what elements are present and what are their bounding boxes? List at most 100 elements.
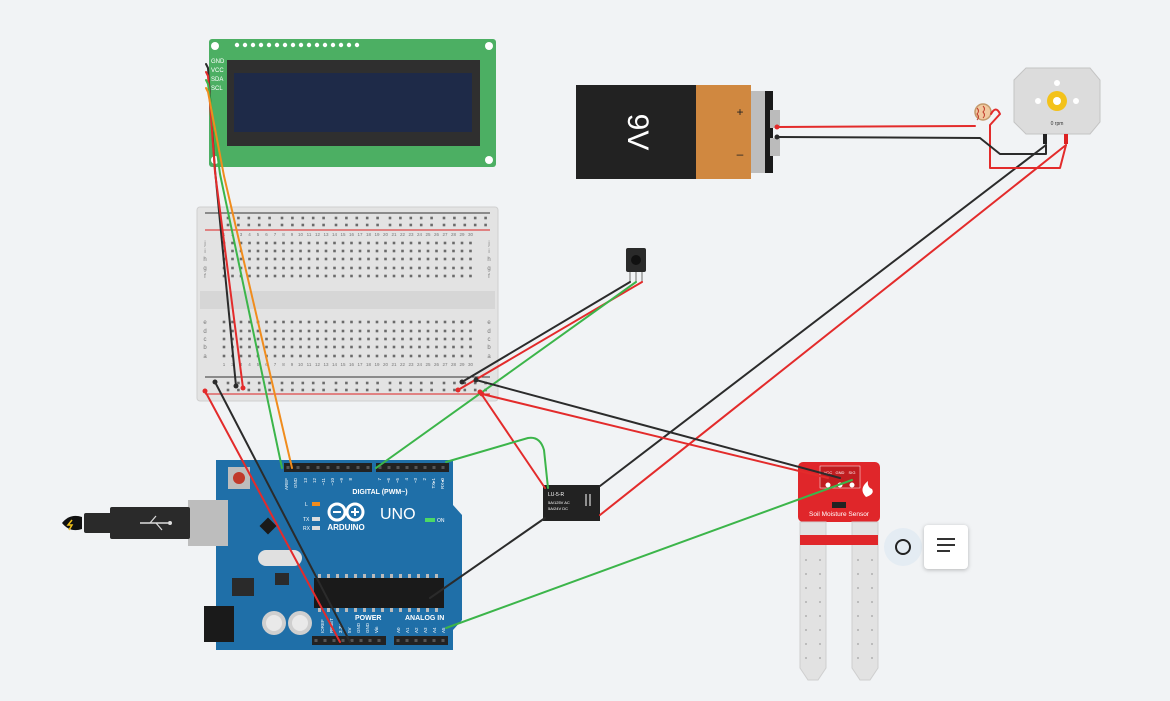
motor-shaft-icon [1047,91,1067,111]
analog-pin-label: A2 [414,627,419,633]
wire-lcd-vcc[interactable] [205,71,244,389]
analog-header[interactable] [394,636,448,645]
arduino-uno[interactable]: ARDUINO UNO DIGITAL (PWM~) ON L TX RX PO… [62,460,462,650]
row-letter: i [488,249,489,255]
row-letter: f [488,274,490,280]
wire-relay-motor[interactable] [599,144,1047,487]
column-number: 22 [400,362,406,367]
column-number: 1 [223,362,226,367]
lcd-mount-hole [485,42,493,50]
column-number: 18 [366,232,372,237]
dc-motor[interactable]: 0 rpm [1013,67,1101,144]
column-number: 26 [434,362,440,367]
notes-button[interactable] [924,525,968,569]
column-number: 15 [340,232,346,237]
lcd-pin-holes [234,42,360,48]
analog-pin-label: A3 [423,627,428,633]
wire-gnd-arduino[interactable] [214,381,351,643]
atmega-chip [314,578,444,608]
wires[interactable] [204,63,1067,643]
lcd-pin-vcc: VCC [211,68,224,74]
column-number: 25 [425,362,431,367]
battery-minus-label: – [737,147,744,161]
column-number: 7 [274,362,277,367]
column-number: 29 [459,232,465,237]
power-jack[interactable] [204,606,234,642]
digital-pin-label: GND [293,477,298,488]
digital-pin-label: ~6 [386,478,391,484]
column-number: 10 [298,232,304,237]
l-label: L [305,502,308,508]
column-number: 5 [257,232,260,237]
photoresistor[interactable] [974,103,992,121]
column-number: 29 [459,362,465,367]
wire-relay-motor-red[interactable] [599,144,1067,516]
wire-ldr-motor[interactable] [989,108,1067,169]
wire-soil-gnd[interactable] [475,379,841,479]
column-number: 14 [332,362,338,367]
usb-icon [140,515,172,531]
wire-ir-gnd[interactable] [461,281,631,383]
column-number: 24 [417,362,423,367]
wire-relay-vcc[interactable] [479,391,546,489]
wire-relay-gnd-arduino[interactable] [429,517,546,599]
column-number: 28 [451,232,457,237]
ir-receiver[interactable] [626,248,646,282]
column-number: 8 [282,232,285,237]
voltage-regulator [232,578,254,596]
l-led [312,502,320,506]
wire-soil-signal[interactable] [445,479,853,629]
annotation-marker-icon[interactable] [884,528,922,566]
column-number: 12 [315,232,321,237]
column-number: 21 [391,362,397,367]
crystal [258,550,302,566]
row-letter: d [487,329,490,335]
relay-spec-ac: 5A/125V AC [548,500,570,505]
wire-lcd-sda[interactable] [205,79,283,469]
battery-9v[interactable]: 9V + – [576,85,780,179]
on-led [425,518,435,522]
row-letter: e [203,320,207,326]
wire-soil-vcc[interactable] [481,393,829,479]
column-number: 25 [425,232,431,237]
digital-pin-label: 8 [348,478,353,481]
power-pin-label: GND [356,622,361,633]
row-letter: b [203,345,207,351]
power-pin-label: GND [365,622,370,633]
digital-pin-label: AREF [284,478,289,490]
column-number: 21 [391,232,397,237]
battery-voltage-label: 9V [621,114,654,151]
soil-pin-gnd: GND [836,470,845,475]
wire-relay-signal[interactable] [445,436,549,489]
analog-label: ANALOG IN [405,615,444,622]
row-letter: b [487,345,491,351]
wire-ir-signal[interactable] [375,281,637,469]
column-number: 12 [315,362,321,367]
analog-pin-label: A1 [405,627,410,633]
analog-pin-label: A0 [396,627,401,633]
column-number: 17 [357,232,363,237]
column-number: 8 [282,362,285,367]
power-label: POWER [355,615,381,622]
row-letter: d [203,329,206,335]
column-number: 7 [274,232,277,237]
column-number: 19 [374,232,380,237]
wire-battery-minus[interactable] [776,136,1047,155]
column-number: 27 [442,232,448,237]
wire-5v-arduino[interactable] [204,390,341,643]
column-number: 10 [298,362,304,367]
digital-header-right[interactable] [376,463,449,472]
wire-lcd-scl[interactable] [205,87,293,469]
lcd-screen [234,73,472,132]
column-number: 20 [383,232,389,237]
digital-pin-label: ~5 [395,478,400,484]
wire-battery-plus[interactable] [776,125,976,128]
column-number: 23 [408,232,414,237]
relay[interactable]: LU-5-R 5A/125V AC 5A/24V DC [543,485,600,521]
